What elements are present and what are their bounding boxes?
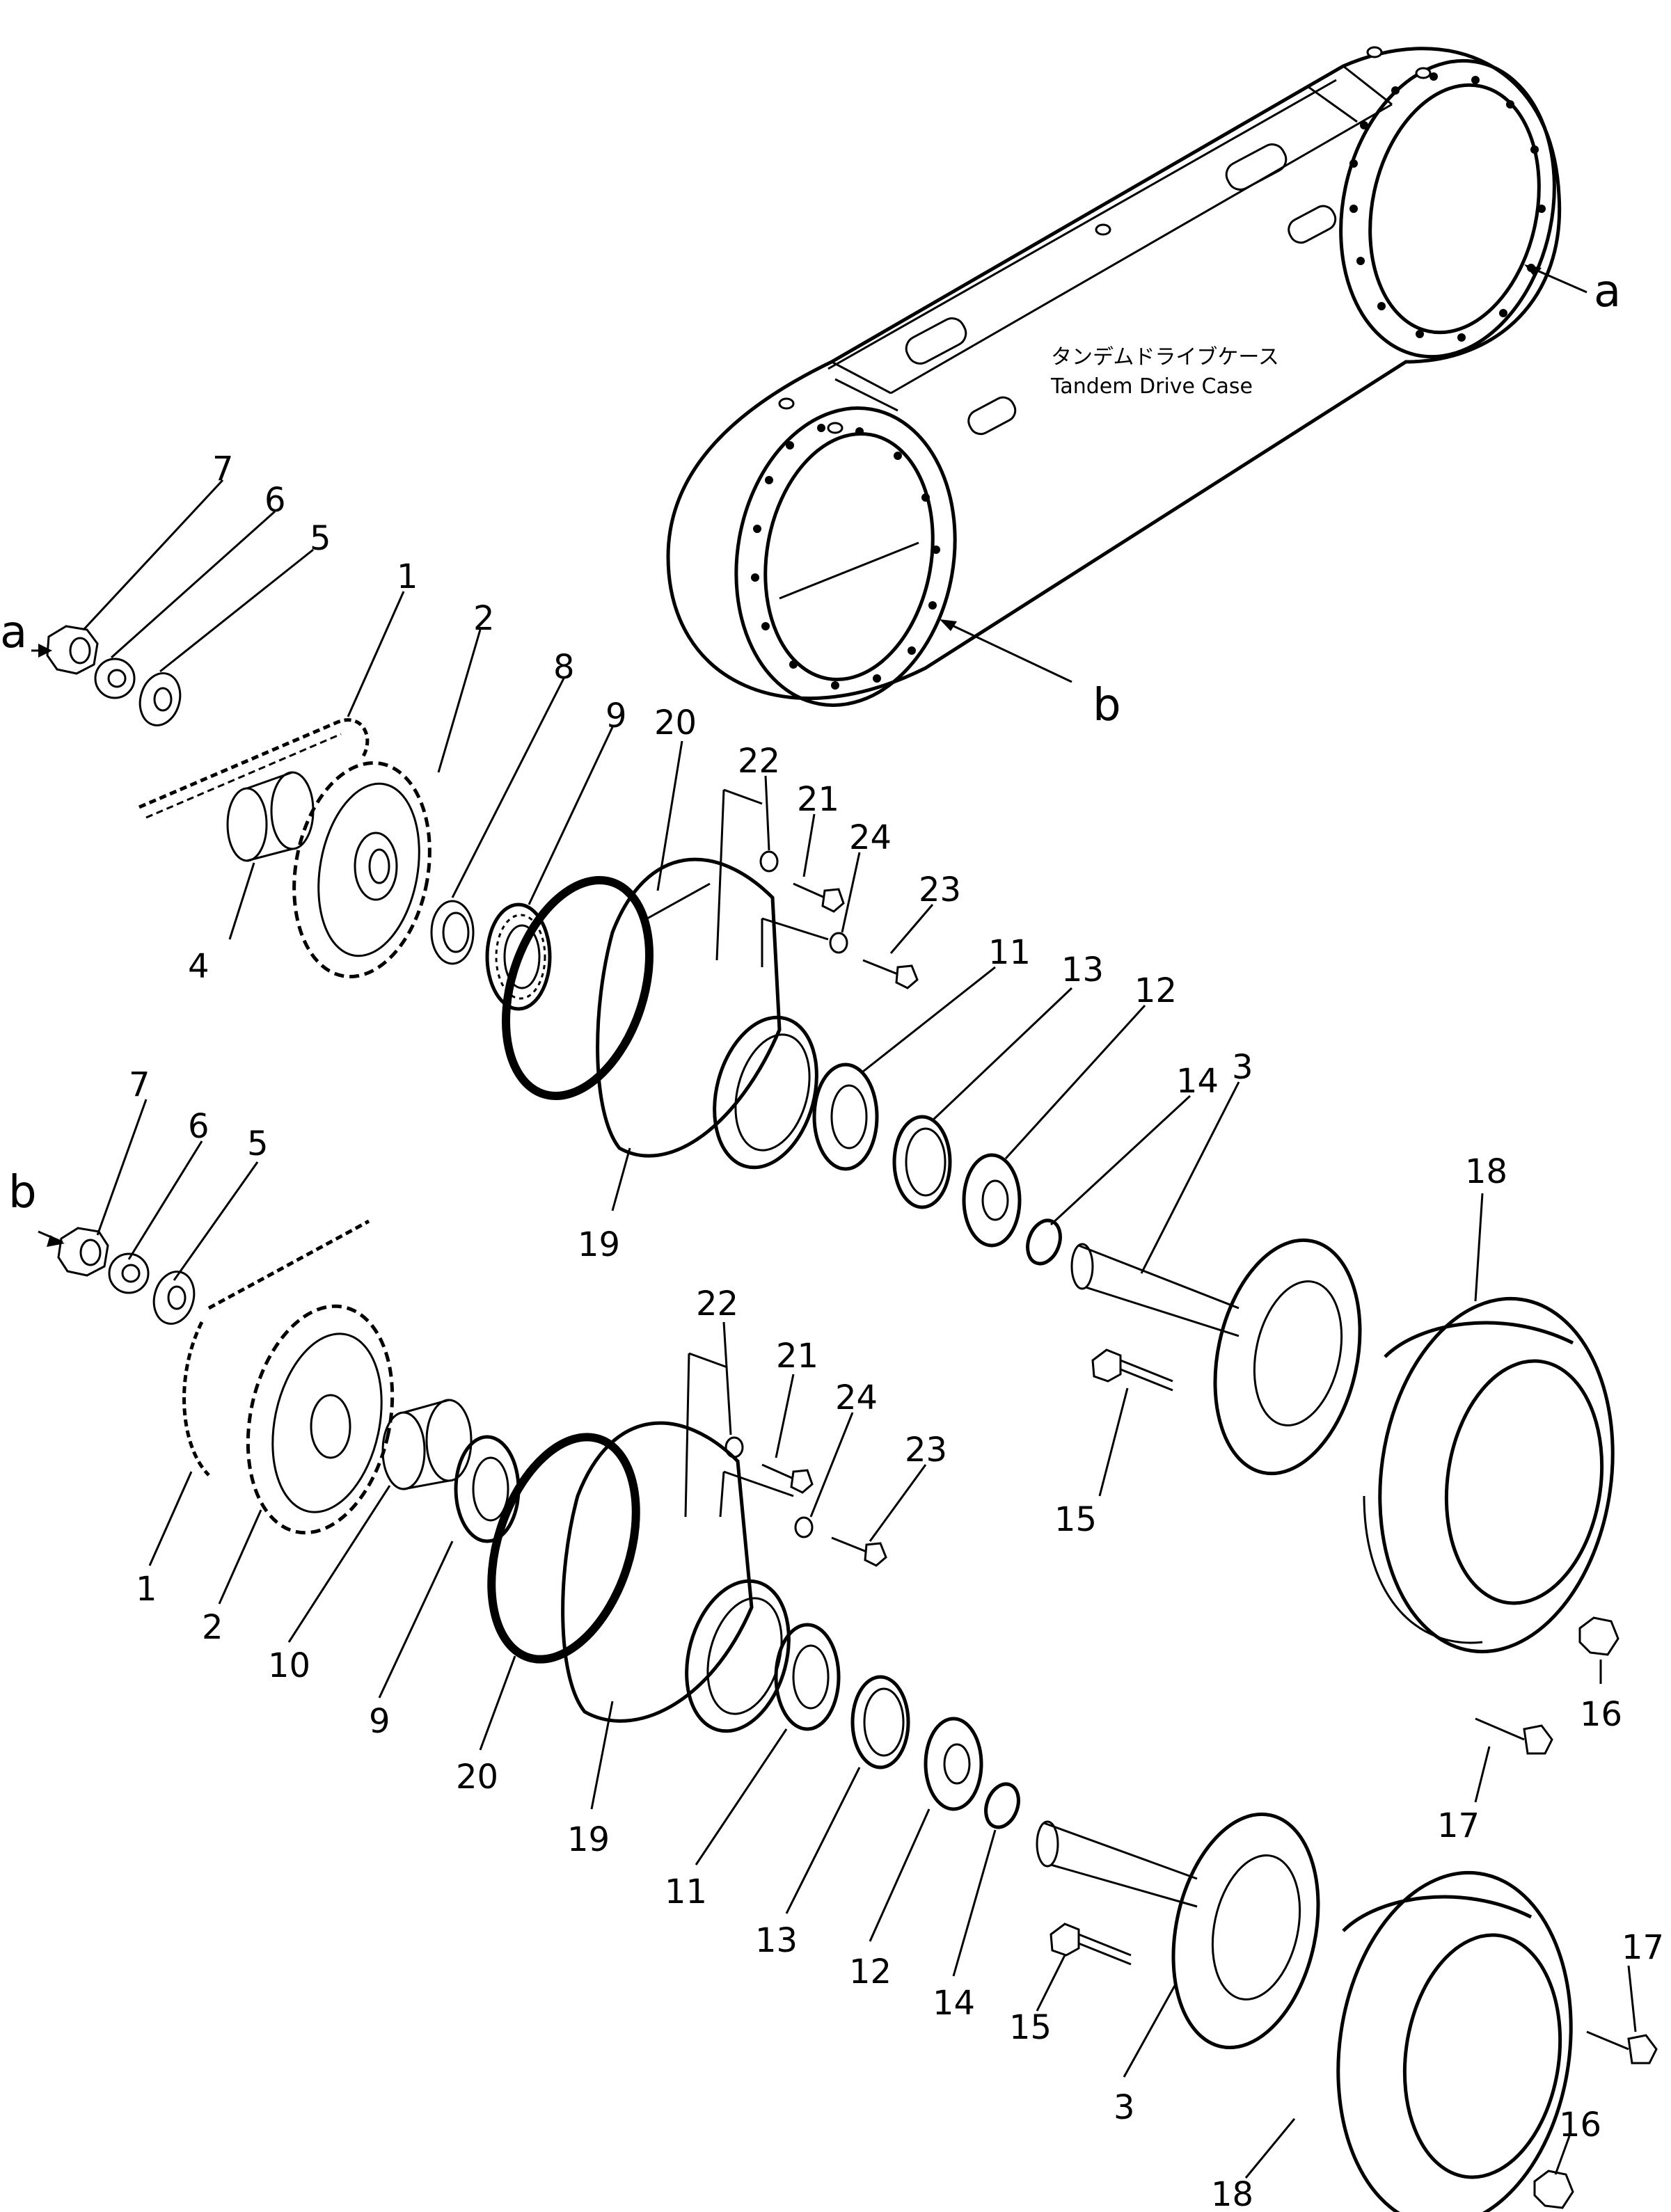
lower-label-14: 14 bbox=[933, 1984, 975, 2023]
lower-label-3: 3 bbox=[1114, 2088, 1135, 2127]
bolt-17-part bbox=[1475, 1717, 1553, 1755]
upper-label-5: 5 bbox=[310, 519, 331, 558]
lower-label-9: 9 bbox=[369, 1702, 390, 1741]
lower-label-23: 23 bbox=[905, 1431, 947, 1470]
ref-a-upper: a bbox=[0, 607, 27, 658]
upper-label-19: 19 bbox=[578, 1225, 620, 1264]
o-ring-part bbox=[502, 876, 654, 1100]
small-bolts bbox=[724, 1436, 887, 1567]
bolt-15-part bbox=[1091, 1348, 1173, 1392]
sprocket-part bbox=[292, 761, 431, 979]
upper-leader-lines bbox=[82, 479, 1602, 1803]
chain-part bbox=[182, 1219, 370, 1477]
lower-label-24: 24 bbox=[835, 1378, 878, 1417]
lower-label-20: 20 bbox=[456, 1758, 498, 1797]
upper-label-2: 2 bbox=[473, 599, 495, 638]
lower-label-17: 17 bbox=[1622, 1928, 1664, 1967]
lower-label-1: 1 bbox=[136, 1570, 157, 1609]
seal-part bbox=[924, 1717, 983, 1811]
lock-washer-part bbox=[94, 658, 136, 699]
upper-label-24: 24 bbox=[849, 818, 892, 857]
drum-part bbox=[1363, 1296, 1615, 1654]
upper-label-14: 14 bbox=[1176, 1062, 1219, 1101]
drum-part bbox=[1336, 1870, 1573, 2212]
chain-part bbox=[138, 718, 370, 809]
ref-b-case: b bbox=[1093, 680, 1121, 731]
lower-label-11: 11 bbox=[665, 1872, 707, 1911]
upper-label-11: 11 bbox=[988, 933, 1031, 972]
small-o-ring-part bbox=[984, 1782, 1020, 1829]
bearing-11-part bbox=[774, 1623, 841, 1731]
housing-part bbox=[561, 1421, 791, 1733]
upper-assembly: a 7 6 5 1 2 8 9 20 22 21 24 23 4 19 11 1… bbox=[0, 449, 1622, 1845]
o-ring-part bbox=[487, 1433, 640, 1664]
small-bolts bbox=[759, 850, 919, 989]
lower-label-7: 7 bbox=[129, 1065, 150, 1104]
upper-label-21: 21 bbox=[797, 780, 839, 819]
upper-label-1: 1 bbox=[397, 557, 418, 596]
washer-part bbox=[152, 1271, 196, 1325]
lower-label-22: 22 bbox=[696, 1284, 738, 1323]
lock-washer-part bbox=[108, 1252, 150, 1294]
spacer-part bbox=[381, 1399, 473, 1490]
bolt-17-part bbox=[1586, 2030, 1658, 2064]
lower-assembly: b 7 6 5 1 2 10 9 20 19 11 13 12 14 15 3 … bbox=[8, 1065, 1664, 2212]
lower-label-18: 18 bbox=[1211, 2175, 1253, 2212]
small-o-ring-part bbox=[1026, 1218, 1062, 1266]
upper-label-16: 16 bbox=[1580, 1695, 1622, 1734]
housing-part bbox=[596, 857, 818, 1170]
upper-label-18: 18 bbox=[1465, 1152, 1507, 1191]
lower-label-6: 6 bbox=[188, 1107, 209, 1146]
bearing-11-part bbox=[812, 1063, 879, 1171]
nut-16-part bbox=[1533, 2170, 1574, 2209]
race-part bbox=[892, 1115, 952, 1209]
ball-bearing-part bbox=[485, 902, 552, 1011]
shaft-part bbox=[1070, 1238, 1362, 1476]
upper-label-3: 3 bbox=[1232, 1048, 1253, 1087]
lower-label-16: 16 bbox=[1559, 2106, 1601, 2145]
lower-leader-lines bbox=[96, 1099, 1637, 2179]
ref-b-lower: b bbox=[8, 1167, 37, 1218]
lower-label-21: 21 bbox=[776, 1337, 818, 1376]
upper-label-6: 6 bbox=[264, 481, 286, 520]
seal-part bbox=[962, 1153, 1022, 1248]
upper-label-4: 4 bbox=[188, 947, 209, 986]
upper-label-7: 7 bbox=[212, 449, 234, 488]
upper-label-9: 9 bbox=[605, 697, 627, 735]
upper-label-8: 8 bbox=[553, 648, 575, 687]
lower-label-19: 19 bbox=[567, 1820, 610, 1859]
lower-label-10: 10 bbox=[268, 1646, 310, 1685]
race-part bbox=[850, 1675, 910, 1769]
shaft-part bbox=[1036, 1812, 1320, 2050]
upper-label-22: 22 bbox=[738, 742, 780, 781]
ref-a-case: a bbox=[1594, 266, 1621, 317]
lower-label-2: 2 bbox=[202, 1608, 223, 1647]
upper-label-13: 13 bbox=[1061, 950, 1104, 989]
upper-label-17: 17 bbox=[1437, 1806, 1480, 1845]
upper-label-15: 15 bbox=[1054, 1500, 1097, 1539]
washer-part bbox=[138, 672, 182, 726]
lower-label-13: 13 bbox=[755, 1921, 798, 1960]
tandem-drive-case: タンデムドライブケース Tandem Drive Case a b bbox=[666, 46, 1621, 731]
upper-label-12: 12 bbox=[1134, 971, 1177, 1010]
spacer-part bbox=[226, 771, 315, 862]
nut-part bbox=[46, 625, 99, 675]
lower-label-12: 12 bbox=[849, 1952, 892, 1991]
case-label-japanese: タンデムドライブケース bbox=[1051, 345, 1279, 369]
ball-bearing-part bbox=[454, 1435, 521, 1543]
lower-label-5: 5 bbox=[247, 1124, 269, 1163]
case-label-english: Tandem Drive Case bbox=[1050, 374, 1253, 399]
lower-label-15: 15 bbox=[1009, 2008, 1052, 2047]
upper-label-23: 23 bbox=[919, 870, 961, 909]
upper-label-20: 20 bbox=[654, 703, 697, 742]
bearing-small-part bbox=[430, 900, 475, 965]
bolt-15-part bbox=[1050, 1923, 1132, 1966]
sprocket-part bbox=[246, 1304, 395, 1535]
nut-16-part bbox=[1578, 1616, 1619, 1656]
